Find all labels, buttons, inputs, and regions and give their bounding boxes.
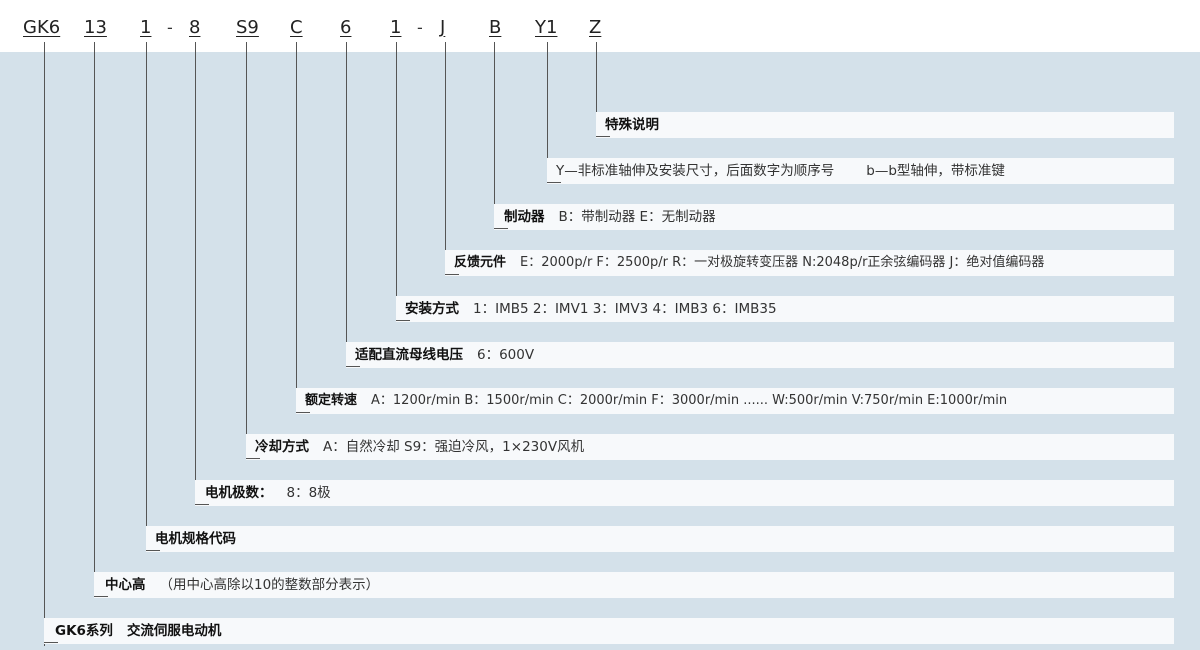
code-dash: - (417, 18, 423, 37)
row-title: 额定转速 (305, 393, 358, 408)
row-title: 安装方式 (405, 301, 459, 317)
row-speed: 额定转速 A：1200r/min B：1500r/min C：2000r/min … (0, 388, 1174, 414)
row-special: 特殊说明 (0, 112, 1174, 138)
row-desc: 交流伺服电动机 (126, 623, 222, 639)
connector-line (195, 42, 196, 504)
connector-line (296, 42, 297, 412)
row-title: 特殊说明 (605, 117, 659, 133)
row-title: 适配直流母线电压 (355, 347, 463, 363)
connector-line (596, 42, 597, 136)
row-desc: 6：600V (477, 347, 535, 363)
connector-line (494, 42, 495, 228)
row-shaft: Y—非标准轴伸及安装尺寸，后面数字为顺序号 b—b型轴伸，带标准键 (0, 158, 1174, 184)
code-voltage: 6 (340, 17, 352, 38)
row-series: GK6系列交流伺服电动机 (0, 618, 1174, 644)
row-title: 电机极数： (205, 485, 273, 501)
row-desc: B：带制动器 E：无制动器 (558, 209, 716, 225)
row-title: GK6系列 (55, 623, 113, 639)
code-brake: B (489, 17, 502, 38)
connector-line (44, 42, 45, 646)
row-spec: 电机规格代码 (0, 526, 1174, 552)
row-desc: A：自然冷却 S9：强迫冷风，1×230V风机 (323, 439, 585, 455)
row-desc: 1：IMB5 2：IMV1 3：IMV3 4：IMB3 6：IMB35 (473, 301, 777, 317)
code-cooling: S9 (236, 17, 259, 38)
row-center-height: 中心高 （用中心高除以10的整数部分表示） (0, 572, 1174, 598)
row-desc: A：1200r/min B：1500r/min C：2000r/min F：30… (371, 393, 1008, 408)
row-title: 反馈元件 (454, 255, 507, 270)
code-special: Z (589, 17, 602, 38)
row-cooling: 冷却方式 A：自然冷却 S9：强迫冷风，1×230V风机 (0, 434, 1174, 460)
row-mounting: 安装方式 1：IMB5 2：IMV1 3：IMV3 4：IMB3 6：IMB35 (0, 296, 1174, 322)
row-poles: 电机极数： 8：8极 (0, 480, 1174, 506)
row-desc: b—b型轴伸，带标准键 (866, 163, 1005, 179)
row-title: 电机规格代码 (155, 531, 236, 547)
row-brake: 制动器 B：带制动器 E：无制动器 (0, 204, 1174, 230)
code-poles: 8 (189, 17, 201, 38)
connector-line (346, 42, 347, 366)
code-spec: 1 (140, 17, 152, 38)
row-title: 冷却方式 (255, 439, 309, 455)
row-desc: （用中心高除以10的整数部分表示） (159, 577, 380, 593)
code-speed: C (290, 17, 303, 38)
connector-line (396, 42, 397, 320)
connector-line (547, 42, 548, 182)
code-dash: - (167, 18, 173, 37)
code-series: GK6 (23, 17, 61, 38)
code-mounting: 1 (390, 17, 402, 38)
connector-line (246, 42, 247, 458)
row-voltage: 适配直流母线电压 6：600V (0, 342, 1174, 368)
row-desc: E：2000p/r F：2500p/r R：一对极旋转变压器 N:2048p/r… (520, 255, 1045, 270)
connector-line (94, 42, 95, 598)
row-desc: 8：8极 (286, 485, 331, 501)
code-feedback: J (440, 17, 446, 38)
connector-line (445, 42, 446, 274)
row-title: Y—非标准轴伸及安装尺寸，后面数字为顺序号 (556, 163, 835, 179)
row-feedback: 反馈元件 E：2000p/r F：2500p/r R：一对极旋转变压器 N:204… (0, 250, 1174, 276)
code-shaft: Y1 (535, 17, 558, 38)
row-title: 制动器 (504, 209, 545, 225)
connector-line (146, 42, 147, 550)
row-title: 中心高 (105, 577, 146, 593)
code-center-height: 13 (84, 17, 107, 38)
